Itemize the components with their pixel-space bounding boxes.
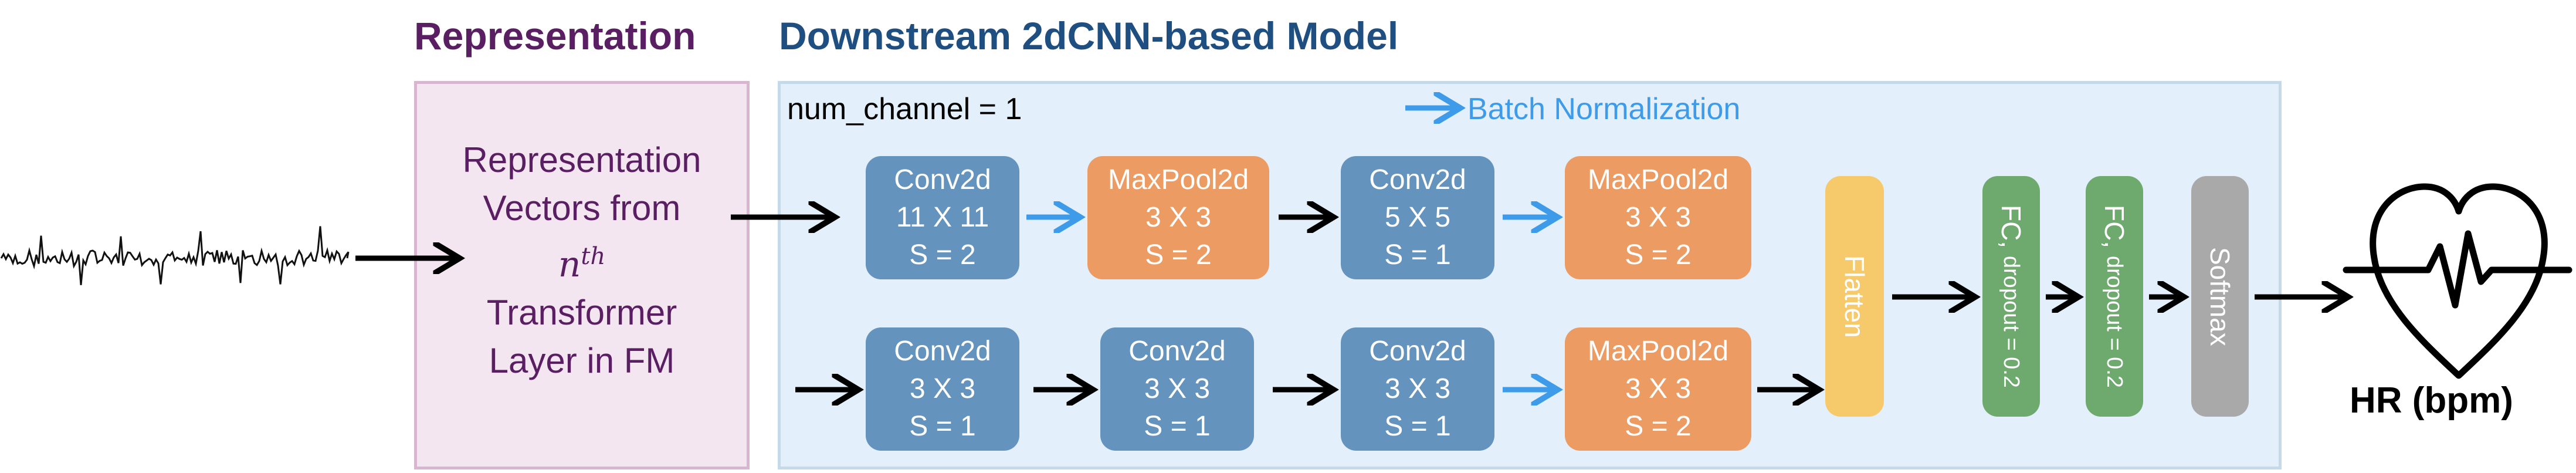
representation-description: Representation Vectors from nth Transfor… [414,136,750,385]
top-maxpool2d-2: MaxPool2d 3 X 3 S = 2 [1565,156,1751,279]
output-label: HR (bpm) [2350,380,2513,421]
block-name: MaxPool2d [1587,336,1729,367]
block-stride: S = 2 [1625,411,1692,442]
block-stride: S = 1 [1384,411,1451,442]
block-name: Conv2d [894,164,991,195]
batch-normalization-legend: Batch Normalization [1467,92,1741,126]
bottom-conv2d-3: Conv2d 3 X 3 S = 1 [1341,327,1494,451]
block-stride: S = 2 [1625,239,1692,271]
representation-heading: Representation [414,14,696,58]
rep-superscript: th [581,243,606,270]
block-name: Conv2d [1369,336,1466,367]
block-kernel: 3 X 3 [1625,202,1692,233]
fc-1-dropout: dropout = 0.2 [1999,255,2023,388]
block-kernel: 3 X 3 [909,373,976,404]
representation-panel [414,81,750,469]
fc-2-label: FC, dropout = 0.2 [2098,205,2131,388]
fc-2-name: FC, [2099,205,2130,249]
block-name: MaxPool2d [1587,164,1729,195]
block-stride: S = 2 [909,239,976,271]
fc-1-name: FC, [1996,205,2026,249]
block-kernel: 3 X 3 [1145,202,1212,233]
top-conv2d-2: Conv2d 5 X 5 S = 1 [1341,156,1494,279]
rep-line-5: Layer in FM [489,341,675,380]
fc-1-label: FC, dropout = 0.2 [1995,205,2028,388]
block-name: Conv2d [1369,164,1466,195]
rep-line-2: Vectors from [483,188,681,228]
block-kernel: 5 X 5 [1384,202,1451,233]
num-channel-label: num_channel = 1 [787,92,1022,126]
block-name: Conv2d [894,336,991,367]
rep-line-1: Representation [462,140,701,180]
block-kernel: 3 X 3 [1384,373,1451,404]
rep-line-4: Transformer [486,293,677,332]
downstream-model-heading: Downstream 2dCNN-based Model [779,14,1399,58]
block-kernel: 11 X 11 [896,202,989,233]
top-maxpool2d-1: MaxPool2d 3 X 3 S = 2 [1087,156,1269,279]
fc-2-dropout: dropout = 0.2 [2102,255,2127,388]
top-conv2d-1: Conv2d 11 X 11 S = 2 [866,156,1019,279]
heart-pulse-icon [2343,183,2572,379]
block-stride: S = 1 [1144,411,1211,442]
block-name: Conv2d [1128,336,1226,367]
block-kernel: 3 X 3 [1144,373,1211,404]
bottom-conv2d-2: Conv2d 3 X 3 S = 1 [1100,327,1254,451]
flatten-block: Flatten [1825,176,1884,417]
block-stride: S = 1 [1384,239,1451,271]
flatten-label: Flatten [1839,255,1870,338]
softmax-block: Softmax [2191,176,2249,417]
fc-block-2: FC, dropout = 0.2 [2086,176,2143,417]
bottom-maxpool2d-1: MaxPool2d 3 X 3 S = 2 [1565,327,1751,451]
softmax-label: Softmax [2205,246,2235,346]
block-name: MaxPool2d [1107,164,1249,195]
bottom-conv2d-1: Conv2d 3 X 3 S = 1 [866,327,1019,451]
fc-block-1: FC, dropout = 0.2 [1982,176,2040,417]
block-stride: S = 1 [909,411,976,442]
ecg-waveform-icon [0,226,350,285]
rep-line-3: nth [414,232,750,289]
rep-superscript-base: n [558,244,581,285]
block-stride: S = 2 [1145,239,1212,271]
block-kernel: 3 X 3 [1625,373,1692,404]
